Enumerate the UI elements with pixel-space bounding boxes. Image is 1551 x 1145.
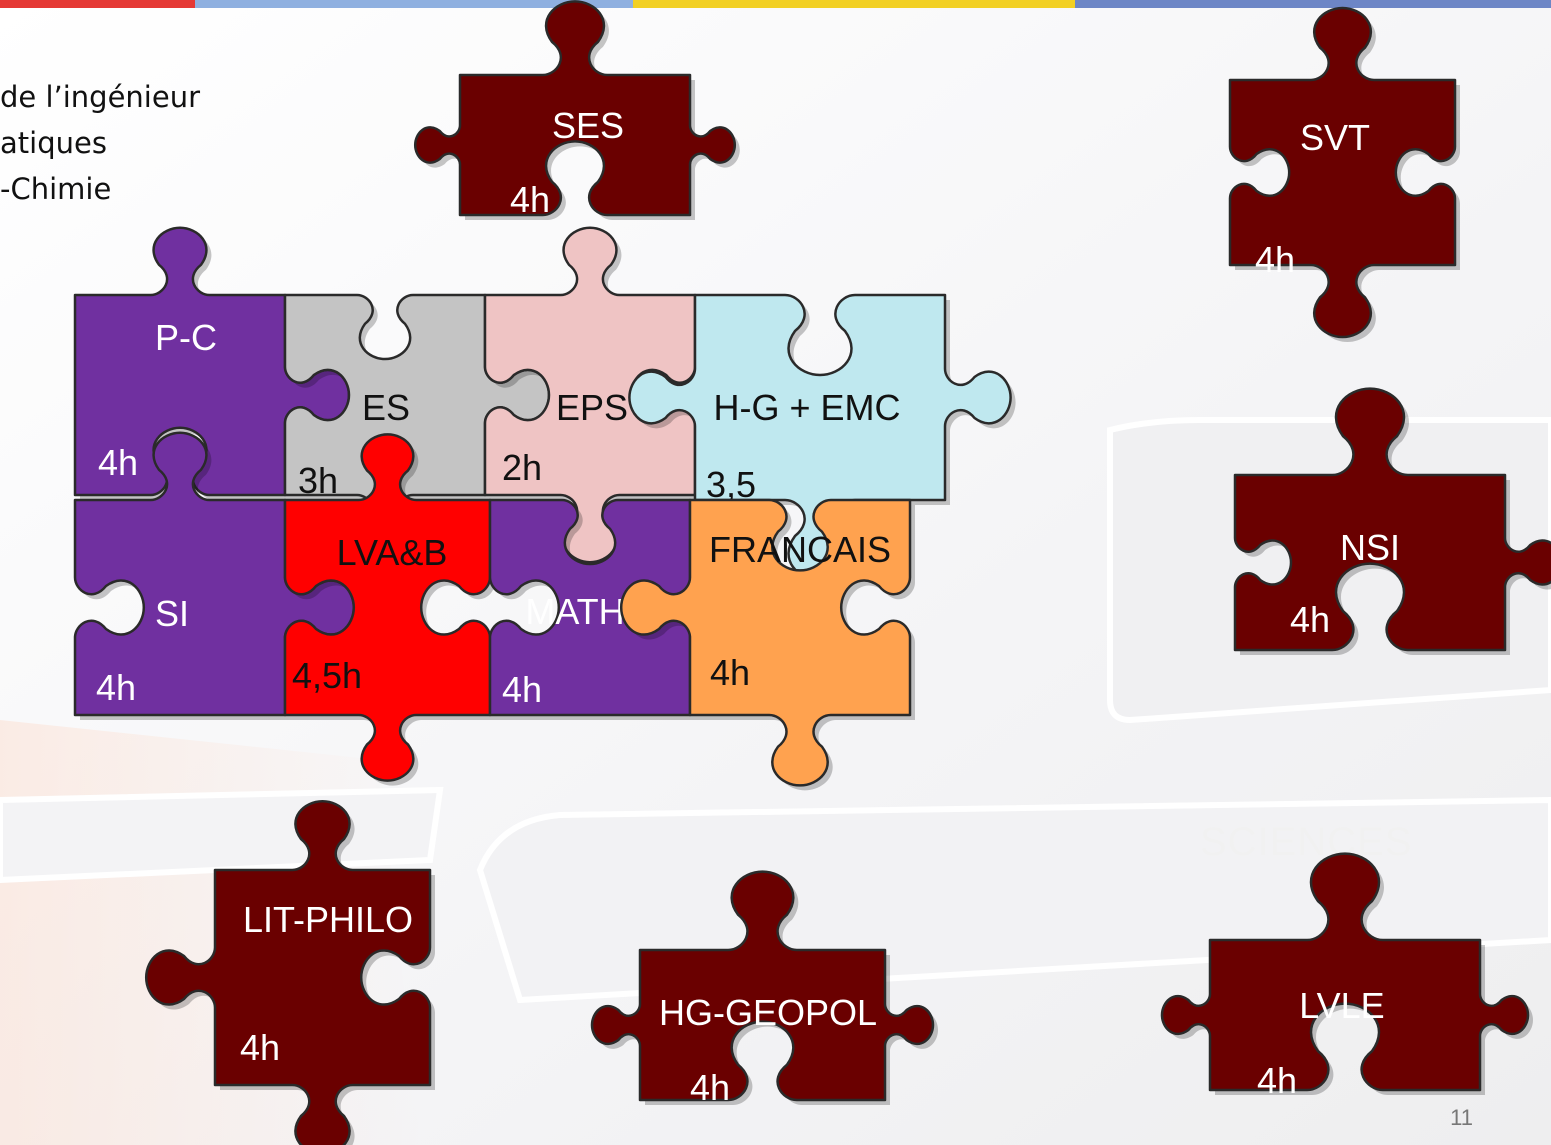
piece-label-ses: SES [552, 105, 624, 146]
piece-hours-nsi: 4h [1290, 599, 1330, 640]
piece-hours-francais: 4h [710, 652, 750, 693]
piece-label-svt: SVT [1300, 117, 1370, 158]
piece-label-nsi: NSI [1340, 527, 1400, 568]
piece-label-eps: EPS [556, 387, 628, 428]
piece-hours-es: 3h [298, 460, 338, 501]
piece-label-hg-geopol: HG-GEOPOL [659, 992, 877, 1033]
piece-hours-lit-philo: 4h [240, 1027, 280, 1068]
piece-label-francais: FRANCAIS [709, 529, 891, 570]
piece-hours-ses: 4h [510, 179, 550, 220]
piece-label-lit-philo: LIT-PHILO [243, 899, 413, 940]
piece-hours-lvab: 4,5h [292, 655, 362, 696]
puzzle-piece-shape [592, 872, 933, 1100]
puzzle-piece-lit-philo: LIT-PHILO 4h [146, 801, 435, 1145]
puzzle-piece-svt: SVT 4h [1230, 8, 1460, 342]
piece-label-pc: P-C [155, 317, 217, 358]
puzzle-piece-shape [146, 801, 430, 1145]
piece-hours-lvle: 4h [1257, 1060, 1297, 1101]
piece-hours-pc: 4h [98, 442, 138, 483]
piece-label-es: ES [362, 387, 410, 428]
piece-hours-svt: 4h [1255, 239, 1295, 280]
puzzle-piece-shape [1230, 8, 1455, 337]
piece-label-lvle: LVLE [1299, 985, 1384, 1026]
puzzle-piece-hg-geopol: HG-GEOPOL 4h [592, 872, 938, 1108]
piece-label-lvab: LVA&B [337, 532, 448, 573]
puzzle-piece-shape [1162, 854, 1528, 1090]
puzzle-piece-shape [1235, 389, 1551, 650]
piece-hours-maths: 4h [502, 669, 542, 710]
piece-label-si: SI [155, 593, 189, 634]
piece-hours-si: 4h [96, 667, 136, 708]
piece-label-hg-emc: H-G + EMC [713, 387, 900, 428]
piece-hours-hg-geopol: 4h [690, 1067, 730, 1108]
piece-hours-eps: 2h [502, 447, 542, 488]
slide-number: 11 [1450, 1105, 1473, 1131]
